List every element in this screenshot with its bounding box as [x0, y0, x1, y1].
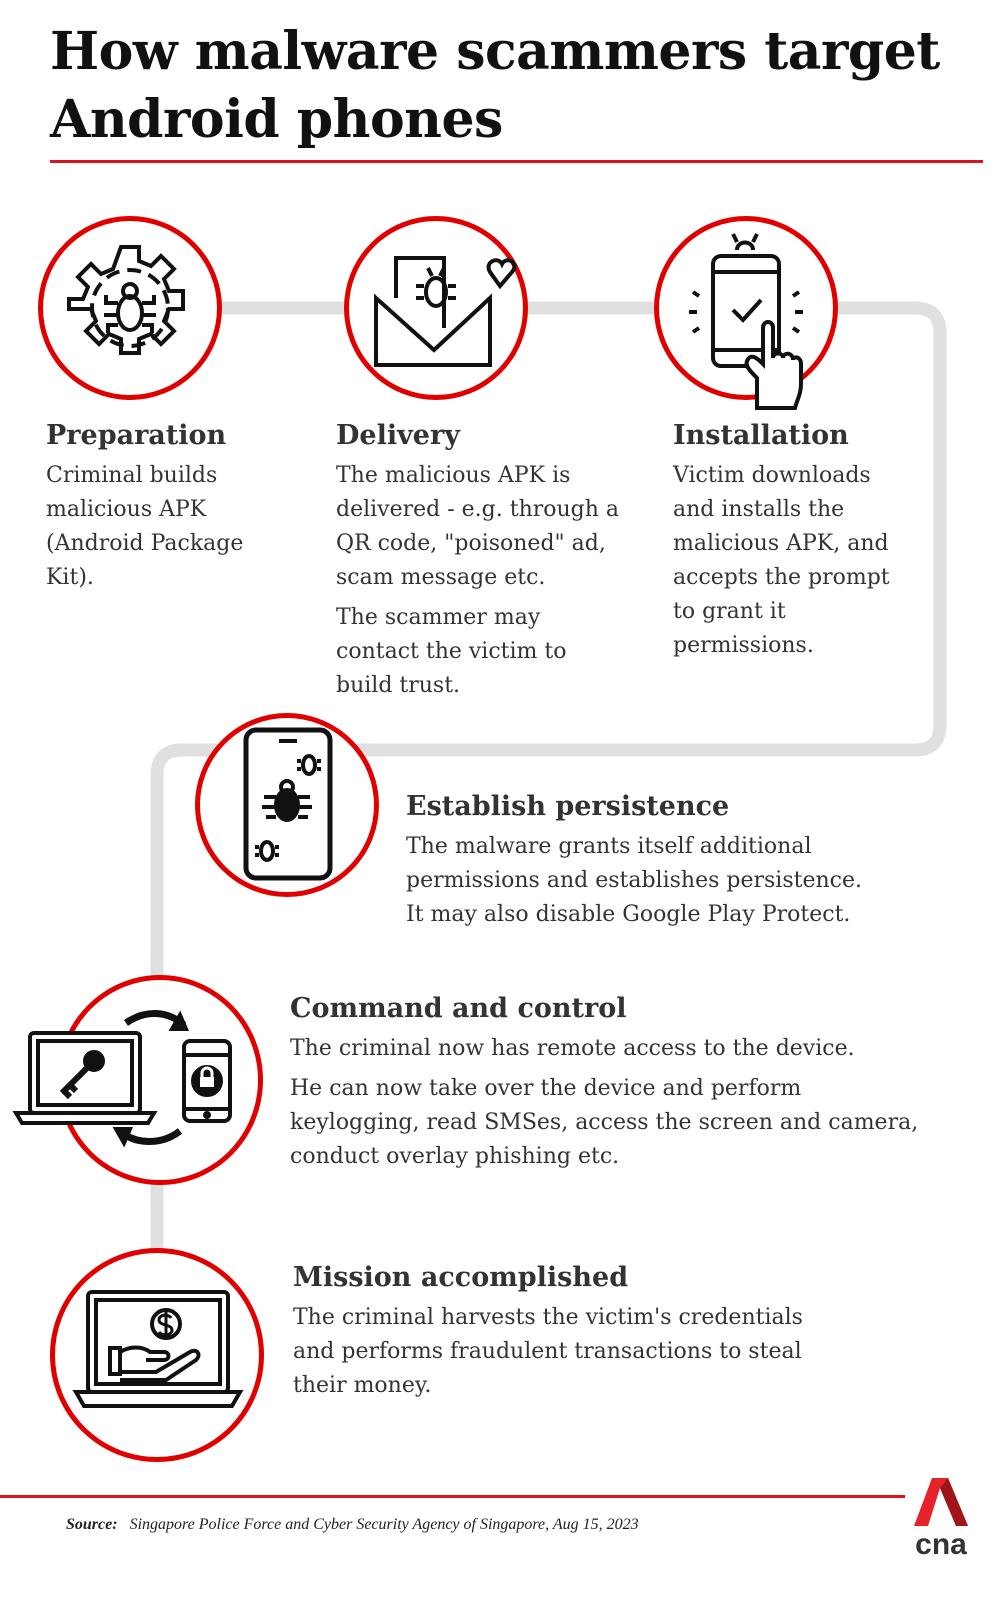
step-heading: Command and control	[290, 993, 627, 1024]
step-heading: Preparation	[46, 420, 227, 451]
step-heading: Establish persistence	[406, 791, 730, 822]
step-heading: Installation	[673, 420, 849, 451]
source-text: Singapore Police Force and Cyber Securit…	[129, 1516, 639, 1533]
step-installation: Installation Victim downloads and instal…	[673, 420, 890, 663]
cna-logo-icon: cna	[914, 1478, 968, 1561]
svg-text:cna: cna	[915, 1528, 967, 1561]
gear-bug-icon	[67, 245, 185, 355]
step-description: The criminal now has remote access to th…	[290, 1036, 855, 1061]
step-establish-persistence: Establish persistence The malware grants…	[406, 791, 862, 932]
footer-divider	[0, 1495, 905, 1498]
step-description: Victim downloads and installs the malici…	[673, 463, 890, 658]
step-description: The criminal harvests the victim's crede…	[293, 1305, 803, 1398]
step-preparation: Preparation Criminal builds malicious AP…	[46, 420, 243, 595]
title-divider	[50, 160, 983, 163]
laptop-phone-sync-icon	[12, 1009, 232, 1148]
step-description: The malicious APK is delivered - e.g. th…	[336, 463, 620, 590]
step-description: The malware grants itself additional per…	[406, 834, 862, 927]
laptop-money-hand-icon	[72, 1290, 244, 1408]
step-heading: Mission accomplished	[293, 1262, 629, 1293]
step-mission-accomplished: Mission accomplished The criminal harves…	[293, 1262, 803, 1403]
envelope-bug-icon	[374, 256, 517, 367]
phone-tap-check-icon	[689, 233, 803, 410]
step-heading: Delivery	[336, 420, 460, 451]
step-command-and-control: Command and control The criminal now has…	[290, 993, 918, 1174]
phone-bugs-icon	[243, 727, 333, 881]
step-3-circle	[654, 216, 838, 400]
step-description: He can now take over the device and perf…	[290, 1076, 919, 1169]
source-label: Source:	[66, 1516, 118, 1533]
step-delivery: Delivery The malicious APK is delivered …	[336, 420, 619, 703]
page-title: How malware scammers target Android phon…	[50, 21, 940, 150]
step-description: The scammer may contact the victim to bu…	[336, 605, 567, 698]
step-description: Criminal builds malicious APK (Android P…	[46, 463, 244, 590]
source-line: Source: Singapore Police Force and Cyber …	[66, 1516, 639, 1534]
